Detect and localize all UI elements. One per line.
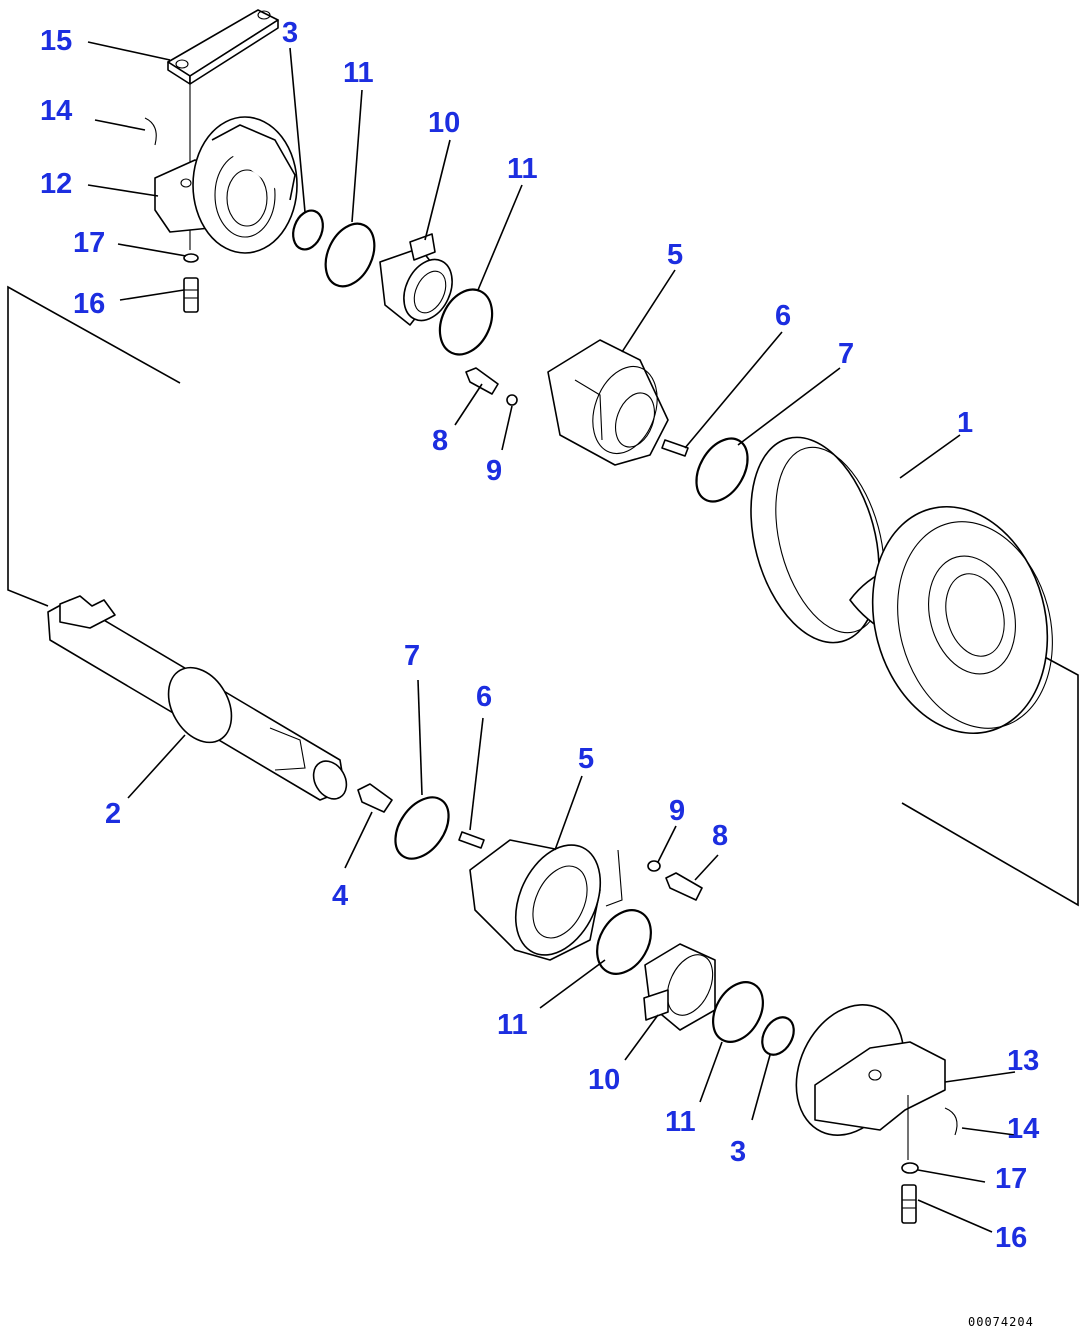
callout-10: 10 [428,107,460,139]
callout-12: 12 [40,168,72,200]
part-3-ring-lower [761,1016,795,1056]
callout-2: 2 [105,798,121,830]
callout-16: 16 [995,1222,1027,1254]
drawing-code: 00074204 [968,1315,1034,1329]
callout-13: 13 [1007,1045,1039,1077]
assembly-frame-lines [7,285,1079,907]
callout-3: 3 [282,17,298,49]
callout-14: 14 [40,95,72,127]
callout-6: 6 [476,681,492,713]
callout-10: 10 [588,1064,620,1096]
callout-1: 1 [957,407,973,439]
part-8-bolt-upper [465,367,499,395]
part-7-ring-lower [394,796,450,860]
callout-7: 7 [838,338,854,370]
part-17-washer-upper [183,253,199,263]
callout-11: 11 [343,57,374,89]
part-2-shaft [47,595,348,801]
part-10-seal-lower [643,943,716,1031]
part-11-ring-c [596,909,652,975]
part-14-pin-lower [944,1107,958,1136]
callout-labels: 15 3 11 14 10 11 12 17 5 16 6 7 8 9 1 7 … [40,17,1039,1254]
leader-lines [87,41,1016,1233]
part-6-pin-lower [458,831,485,849]
part-11-ring-b [438,288,494,356]
part-11-ring-a [324,222,376,288]
callout-11: 11 [507,153,538,185]
part-14-pin [144,117,157,146]
part-11-ring-d [712,981,764,1043]
part-7-ring-upper [695,437,749,503]
part-8-bolt-lower [665,872,703,901]
callout-6: 6 [775,300,791,332]
callout-17: 17 [995,1163,1027,1195]
part-9-washer-upper [506,394,518,406]
part-16-bolt-upper [183,277,199,313]
part-5-collar-lower [469,839,602,961]
callout-5: 5 [578,743,594,775]
part-12-bracket [154,116,298,254]
callout-8: 8 [432,425,448,457]
callout-11: 11 [497,1009,528,1041]
callout-14: 14 [1007,1113,1039,1145]
callout-8: 8 [712,820,728,852]
callout-9: 9 [486,455,502,487]
part-17-washer-lower [901,1162,919,1174]
part-9-washer-lower [605,849,661,907]
callout-3: 3 [730,1136,746,1168]
part-4-plug [357,783,393,813]
callout-15: 15 [40,25,72,57]
part-10-seal-upper [379,233,453,326]
part-16-bolt-lower [901,1184,917,1224]
callout-5: 5 [667,239,683,271]
callout-17: 17 [73,227,105,259]
callout-11: 11 [665,1106,696,1138]
part-1-track-roller [750,436,1053,735]
part-13-bracket [795,1004,946,1160]
callout-9: 9 [669,795,685,827]
part-6-pin-upper [661,439,689,457]
part-3-ring-upper [292,209,324,251]
part-5-collar-upper [547,339,669,466]
callout-16: 16 [73,288,105,320]
callout-7: 7 [404,640,420,672]
callout-4: 4 [332,880,348,912]
